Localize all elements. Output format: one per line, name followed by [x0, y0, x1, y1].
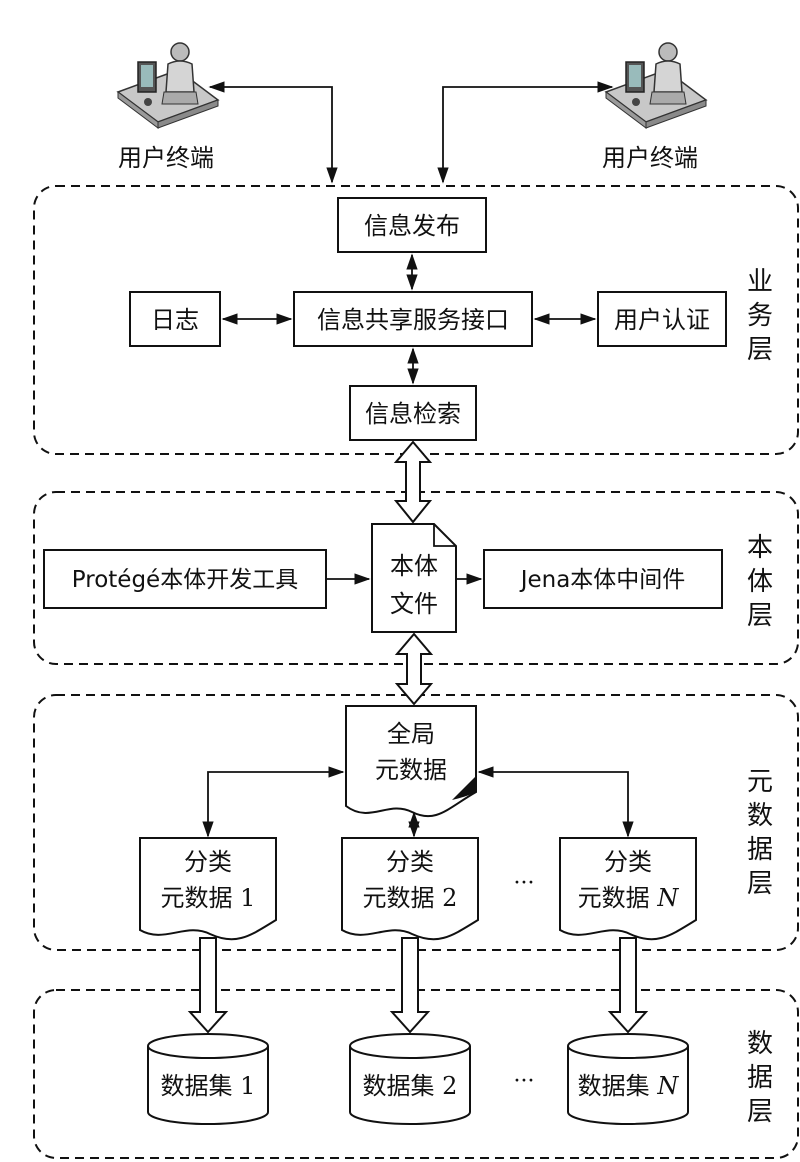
category-ellipsis: ···	[514, 871, 535, 896]
global-metadata-line1: 全局	[387, 720, 435, 748]
info-search-box	[349, 385, 477, 441]
metadata-layer-label-3: 据	[747, 835, 773, 865]
business-layer-label-1: 业	[747, 267, 773, 297]
data-layer-label-1: 数	[747, 1029, 773, 1059]
user-terminal-right-label: 用户终端	[602, 144, 698, 172]
ontology-file-line2: 文件	[390, 590, 438, 618]
ontology-layer-label-3: 层	[747, 601, 773, 631]
cat1-dataset1-arrow	[187, 937, 229, 1034]
user-auth-label: 用户认证	[614, 306, 710, 334]
dataset-ellipsis: ···	[514, 1069, 535, 1094]
user-auth-box	[597, 291, 727, 347]
business-layer-label-2: 务	[747, 301, 773, 331]
dataset-2-cylinder	[349, 1033, 471, 1125]
metadata-layer-label-4: 层	[747, 869, 773, 899]
global-catN-arrow	[477, 766, 634, 838]
category-metadata-2-doc	[341, 837, 479, 941]
data-layer-label-2: 据	[747, 1063, 773, 1093]
category-metadata-1-line2: 元数据 1	[161, 884, 256, 912]
protege-tool-box	[43, 549, 327, 609]
user-terminal-left-label: 用户终端	[118, 144, 214, 172]
user-terminal-left-icon	[116, 42, 220, 129]
user-terminal-right-icon	[604, 42, 708, 129]
sharing-interface-label: 信息共享服务接口	[317, 306, 509, 334]
global-cat1-arrow	[202, 766, 345, 838]
info-publish-label: 信息发布	[364, 212, 460, 240]
category-metadata-2-line2: 元数据 2	[363, 884, 458, 912]
business-ontology-double-arrow	[393, 440, 433, 524]
protege-tool-label: Protégé本体开发工具	[72, 567, 298, 593]
left-terminal-connector	[208, 81, 338, 184]
sharing-interface-box	[293, 291, 533, 347]
dataset-1-cylinder	[147, 1033, 269, 1125]
info-search-label: 信息检索	[365, 400, 461, 428]
category-metadata-2-line1: 分类	[386, 848, 434, 876]
category-metadata-1-doc	[139, 837, 277, 941]
info-publish-box	[337, 197, 487, 253]
dataset-N-cylinder	[567, 1033, 689, 1125]
ontology-metadata-double-arrow	[394, 632, 434, 706]
data-layer-label-3: 层	[747, 1097, 773, 1127]
log-box	[129, 291, 221, 347]
jena-middleware-label: Jena本体中间件	[519, 567, 686, 593]
metadata-layer-label-1: 元	[747, 767, 773, 797]
ontology-layer-label-2: 体	[747, 567, 773, 597]
dataset-1-label: 数据集 1	[161, 1072, 256, 1100]
right-terminal-connector	[437, 81, 614, 184]
category-metadata-N-prefix: 元数据	[578, 884, 658, 912]
ontology-layer-label-1: 本	[747, 533, 773, 563]
business-layer-label-3: 层	[747, 335, 773, 365]
catN-datasetN-arrow	[607, 937, 649, 1034]
category-metadata-1-line1: 分类	[184, 848, 232, 876]
category-metadata-N-line1: 分类	[604, 848, 652, 876]
global-metadata-corner-mark	[452, 776, 476, 800]
log-label: 日志	[151, 306, 199, 334]
ontology-file-line1: 本体	[390, 552, 438, 580]
category-metadata-N-suffix: N	[656, 884, 679, 912]
dataset-N-label: 数据集 N	[578, 1072, 680, 1100]
cat2-dataset2-arrow	[389, 937, 431, 1034]
metadata-layer-label-2: 数	[747, 801, 773, 831]
category-metadata-N-line2: 元数据 N	[578, 884, 680, 912]
dataset-N-prefix: 数据集	[578, 1072, 658, 1100]
jena-middleware-box	[483, 549, 723, 609]
global-metadata-line2: 元数据	[375, 756, 447, 784]
dataset-2-label: 数据集 2	[363, 1072, 458, 1100]
category-metadata-N-doc	[559, 837, 697, 941]
ontology-file-fold	[433, 524, 456, 547]
ontology-file-doc	[371, 523, 457, 633]
dataset-N-suffix: N	[656, 1072, 679, 1100]
